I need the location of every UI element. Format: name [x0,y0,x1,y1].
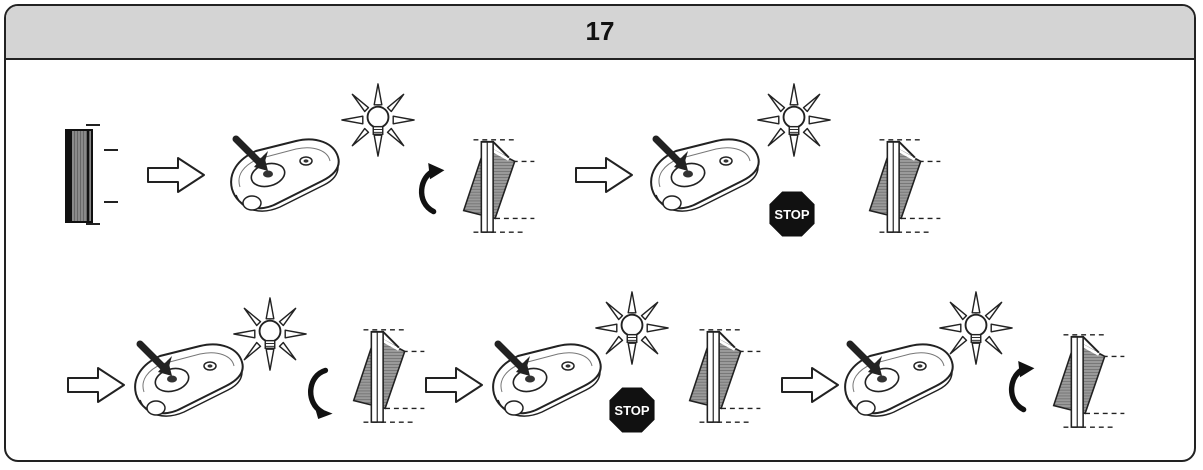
stop-sign-icon: STOP [609,387,655,433]
rotate-ccw-icon [422,163,445,212]
gate-opening-icon [462,138,536,234]
arrow-right-icon [575,157,633,193]
lamp-flash-icon [938,290,1014,366]
remote-press-icon [493,342,601,416]
arrow-right-icon [147,157,205,193]
arrow-right-icon [67,367,125,403]
gate-stopped-icon [688,328,762,424]
remote-press-icon [651,137,759,211]
lamp-flash-icon [594,290,670,366]
gate-closed-icon [65,124,119,225]
gate-closing-icon [352,328,426,424]
lamp-flash-icon [340,82,416,158]
lamp-flash-icon [232,296,308,372]
stop-sign-icon: STOP [769,191,815,237]
figure-header: 17 [6,6,1194,60]
arrow-right-icon [781,367,839,403]
figure-number: 17 [585,16,615,46]
gate-opening-icon [1052,333,1126,429]
remote-press-icon [231,137,339,211]
stop-label: STOP [774,207,809,222]
rotate-cw-icon [311,370,333,419]
remote-press-icon [845,342,953,416]
gate-stopped-icon [868,138,942,234]
remote-press-icon [135,342,243,416]
lamp-flash-icon [756,82,832,158]
arrow-right-icon [425,367,483,403]
rotate-ccw-icon [1012,361,1035,410]
stop-label: STOP [614,403,649,418]
